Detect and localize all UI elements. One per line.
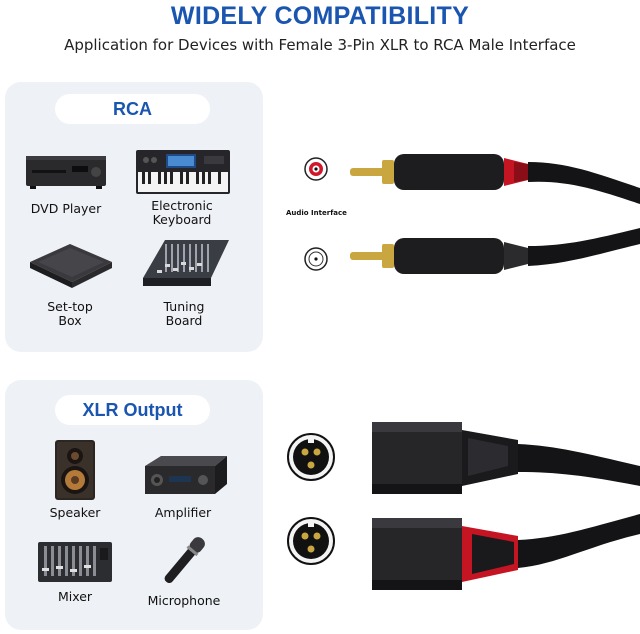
rca-female-jack-red: [304, 157, 328, 185]
rca-female-jack-white: [304, 247, 328, 275]
xlr-female-jack-bottom: [286, 516, 336, 570]
speaker-label: Speaker: [49, 505, 101, 520]
tuning-board-device: Tuning Board: [129, 232, 239, 328]
page-subtitle: Application for Devices with Female 3-Pi…: [64, 36, 576, 54]
xlr-jack-icon: [287, 517, 335, 565]
electronic-keyboard-device: Electronic Keyboard: [127, 148, 237, 227]
dvd-player-icon: [26, 156, 106, 189]
speaker-icon: [55, 440, 95, 500]
rca-jack-red-icon: [304, 157, 328, 181]
xlr-female-jack-top: [286, 432, 336, 486]
keyboard-icon: [136, 150, 230, 194]
rca-label: RCA: [55, 94, 210, 124]
rca-plug-red: [350, 154, 640, 204]
mixing-board-icon: [143, 240, 229, 286]
amplifier-device: Amplifier: [128, 454, 238, 520]
microphone-device: Microphone: [129, 530, 239, 608]
microphone-label: Microphone: [147, 593, 221, 608]
rca-male-plugs: [350, 154, 640, 274]
amplifier-icon: [145, 456, 227, 494]
mixer-label: Mixer: [57, 589, 93, 604]
rca-jack-white-icon: [304, 247, 328, 271]
rca-devices-panel: RCA DVD Player: [5, 82, 263, 352]
mixer-device: Mixer: [20, 538, 130, 604]
electronic-keyboard-label: Electronic Keyboard: [151, 198, 213, 227]
dvd-player-device: DVD Player: [11, 150, 121, 216]
amplifier-label: Amplifier: [154, 505, 212, 520]
page-title: WIDELY COMPATIBILITY: [170, 2, 470, 30]
audio-interface-label: Audio Interface: [286, 209, 347, 217]
set-top-box-icon: [30, 244, 112, 288]
xlr-male-plugs: [372, 422, 640, 590]
dvd-player-label: DVD Player: [30, 201, 102, 216]
xlr-devices-panel: XLR Output Speaker Amplifier: [5, 380, 263, 630]
xlr-plug-red: [372, 514, 640, 590]
xlr-plug-black: [372, 422, 640, 494]
speaker-device: Speaker: [20, 438, 130, 520]
xlr-jack-icon: [287, 433, 335, 481]
microphone-icon: [164, 537, 205, 584]
mixer-icon: [38, 542, 112, 582]
xlr-output-label: XLR Output: [55, 395, 210, 425]
tuning-board-label: Tuning Board: [163, 299, 205, 328]
rca-plug-black: [350, 228, 640, 274]
set-top-box-device: Set-top Box: [15, 232, 125, 328]
set-top-box-label: Set-top Box: [47, 299, 93, 328]
